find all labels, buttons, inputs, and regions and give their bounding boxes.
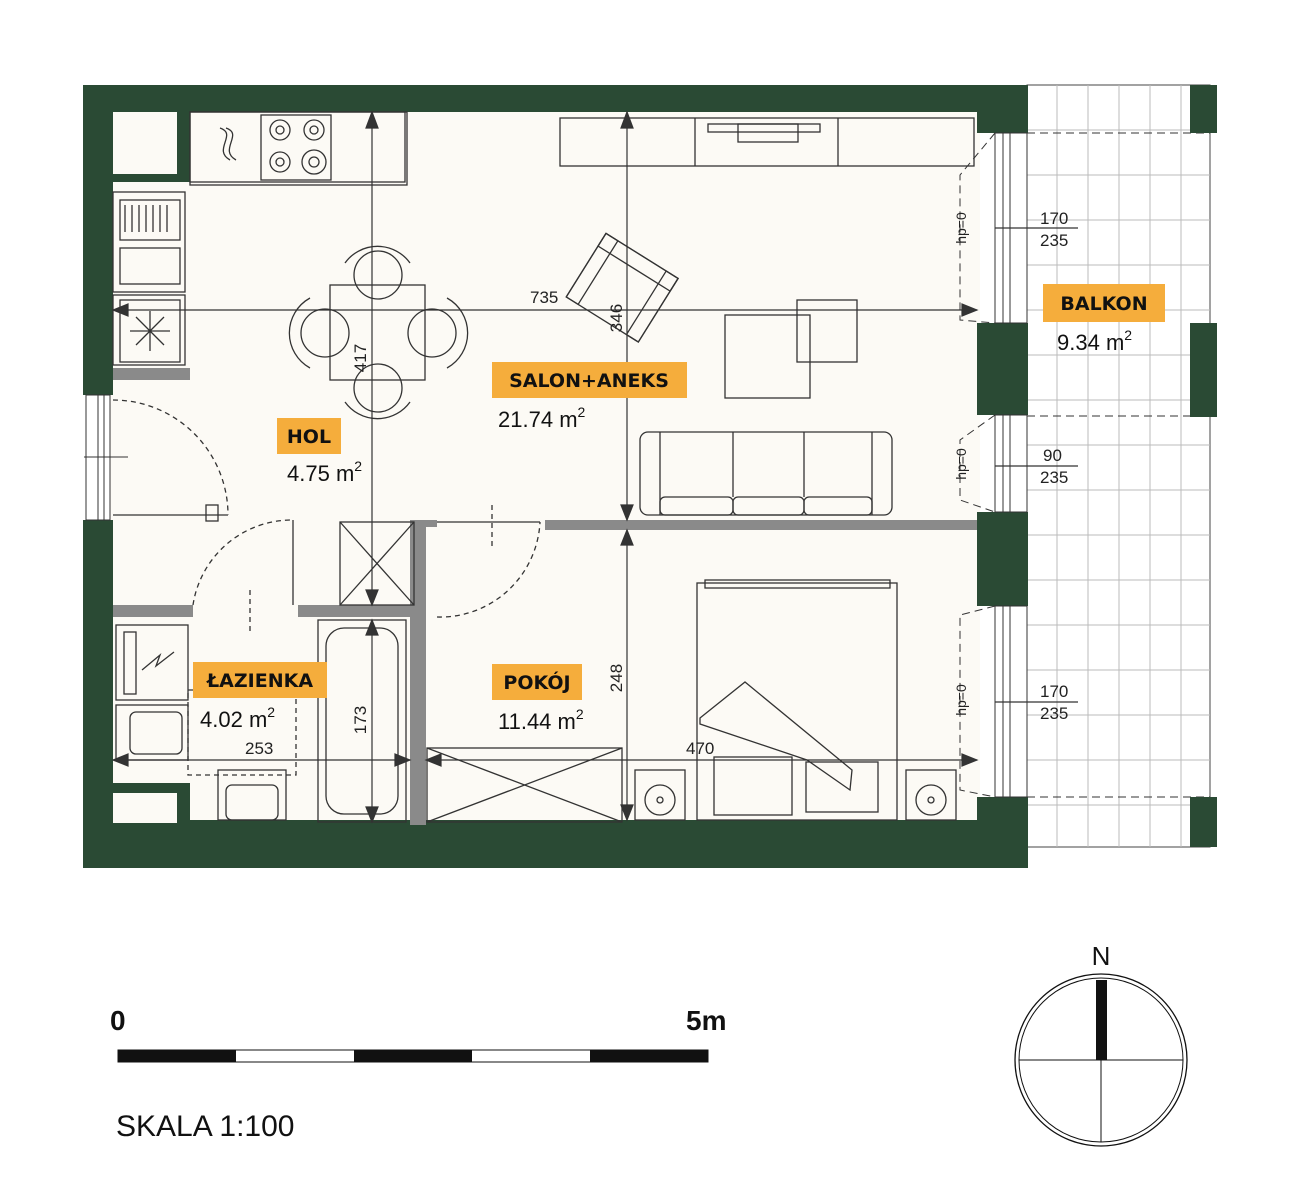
window-1-width: 170 [1040, 209, 1068, 228]
room-label-hol: HOL 4.75 m2 [277, 418, 362, 486]
dining-table [288, 245, 469, 420]
window-2-height: 235 [1040, 468, 1068, 487]
shaft-bottom-inner [113, 793, 177, 823]
svg-text:SALON+ANEKS: SALON+ANEKS [509, 370, 669, 392]
scale-bar: 0 5m SKALA 1:100 [110, 1005, 726, 1143]
hall-cabinet [339, 521, 415, 606]
balcony-tiles [1027, 85, 1210, 847]
scale-end: 5m [686, 1005, 726, 1036]
dim-253: 253 [245, 739, 273, 758]
window-1-height: 235 [1040, 231, 1068, 250]
svg-text:HOL: HOL [287, 426, 331, 448]
window-1-hp: hp=0 [953, 212, 969, 244]
svg-text:11.44 m2: 11.44 m2 [498, 706, 584, 734]
floor-area [110, 110, 980, 825]
north-compass: N [1014, 941, 1188, 1147]
dimension-lines [111, 110, 1078, 824]
dim-735: 735 [530, 288, 558, 307]
svg-text:4.02 m2: 4.02 m2 [200, 704, 275, 732]
room-label-lazienka: ŁAZIENKA 4.02 m2 [193, 662, 327, 732]
north-label: N [1092, 941, 1111, 971]
window-swings [959, 132, 996, 798]
bedroom-furniture [426, 579, 957, 823]
dim-470: 470 [686, 739, 714, 758]
dim-173: 173 [351, 706, 370, 734]
bathroom-fixtures [115, 619, 407, 823]
doors [112, 399, 541, 632]
scale-start: 0 [110, 1005, 126, 1036]
room-label-pokoj: POKÓJ 11.44 m2 [492, 664, 584, 734]
svg-text:9.34 m2: 9.34 m2 [1057, 327, 1132, 355]
svg-text:POKÓJ: POKÓJ [503, 670, 570, 694]
svg-text:ŁAZIENKA: ŁAZIENKA [206, 670, 313, 692]
kitchen [112, 111, 408, 366]
svg-text:4.75 m2: 4.75 m2 [287, 458, 362, 486]
living-furniture [559, 117, 975, 516]
window-3-hp: hp=0 [953, 684, 969, 716]
svg-text:BALKON: BALKON [1060, 293, 1147, 315]
outer-walls [83, 85, 1217, 868]
dim-417: 417 [351, 344, 370, 372]
window-3-height: 235 [1040, 704, 1068, 723]
room-label-salon: SALON+ANEKS 21.74 m2 [492, 362, 687, 432]
scale-text: SKALA 1:100 [116, 1110, 294, 1143]
window-2-width: 90 [1043, 446, 1062, 465]
dim-248: 248 [607, 664, 626, 692]
room-label-balkon: BALKON 9.34 m2 [1043, 284, 1165, 355]
shaft-top-inner [113, 112, 177, 174]
window-3-width: 170 [1040, 682, 1068, 701]
window-2-hp: hp=0 [953, 448, 969, 480]
svg-text:21.74 m2: 21.74 m2 [498, 404, 586, 432]
dim-346: 346 [607, 304, 626, 332]
